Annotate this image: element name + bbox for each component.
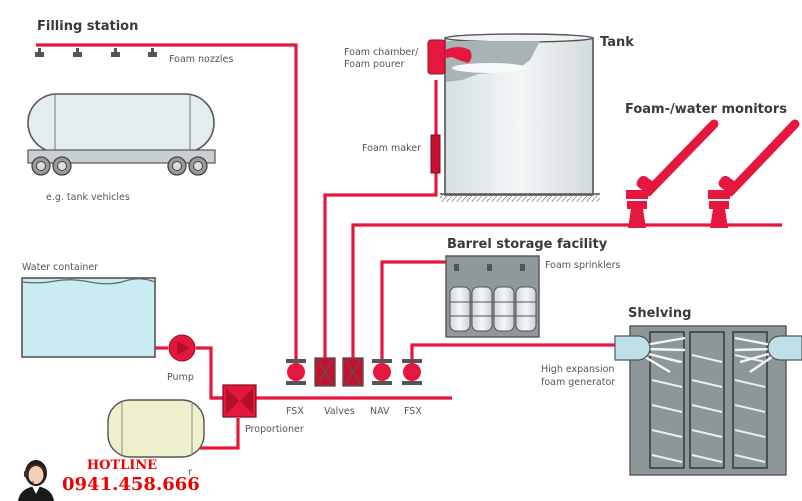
foam-sprinklers-label: Foam sprinklers [545, 260, 620, 271]
foam-nozzles-label: Foam nozzles [169, 54, 233, 65]
nav-valve-icon [372, 359, 392, 385]
pump-icon [168, 334, 196, 362]
tank-vehicles-label: e.g. tank vehicles [46, 192, 130, 203]
foam-chamber-label-line2: Foam pourer [344, 59, 404, 70]
hotline-label: HOTLINE [86, 458, 158, 473]
monitors-title: Foam-/water monitors [625, 102, 787, 117]
foam-nozzle-icon [148, 48, 157, 57]
filling-station: Filling station Foam nozzles e.g. tank v… [27, 19, 233, 203]
foam-water-monitor-icon [626, 119, 719, 228]
foam-tank-label-partial: r [188, 467, 192, 478]
fsx-valve-icon [402, 359, 422, 385]
gate-valve-icon [342, 357, 364, 387]
foam-chamber-icon [427, 39, 472, 75]
shelf-rack-icons [649, 331, 768, 469]
foam-maker-label: Foam maker [362, 143, 421, 154]
foam-sprinkler-icons [454, 264, 525, 271]
foam-nozzle-icon [73, 48, 82, 57]
shelving: Shelving [614, 306, 802, 476]
fsx-valve-label: FSX [404, 406, 422, 417]
foam-nozzle-icon [35, 48, 44, 57]
valve-bank [286, 357, 422, 387]
barrel-icons [449, 286, 537, 332]
fsx-valve-label: FSX [286, 406, 304, 417]
tank-vehicle-icon [27, 93, 216, 176]
fsx-valve-icon [286, 359, 306, 385]
foam-maker-icon [430, 134, 441, 174]
water-container-icon [21, 277, 156, 358]
hex-generator-label-line1: High expansion [541, 364, 614, 375]
nav-valve-label: NAV [370, 406, 390, 417]
barrel-storage-title: Barrel storage facility [447, 237, 608, 252]
filling-station-title: Filling station [37, 19, 138, 34]
proportioner-label: Proportioner [245, 424, 304, 435]
hex-generator-label-line2: foam generator [541, 377, 615, 388]
foam-nozzle-icon [111, 48, 120, 57]
support-agent-icon [18, 460, 54, 501]
high-expansion-foam-generator-icon [614, 335, 651, 361]
high-expansion-foam-generator-icon [767, 335, 802, 361]
gate-valve-icon [314, 357, 336, 387]
proportioner-icon [222, 384, 257, 418]
hotline-number[interactable]: 0941.458.666 [62, 474, 200, 495]
foam-concentrate-tank-icon [107, 399, 205, 458]
pump-label: Pump [167, 372, 194, 383]
foam-spray-icon [644, 336, 773, 374]
water-container-label: Water container [22, 262, 98, 273]
valves-label: Valves [324, 406, 355, 417]
barrel-storage-facility: Barrel storage facility [445, 237, 608, 338]
foam-nozzle-icons [35, 48, 157, 57]
shelving-title: Shelving [628, 306, 691, 321]
tank-title: Tank [600, 35, 634, 50]
hotline-banner[interactable]: HOTLINE 0941.458.666 [62, 458, 200, 496]
foam-chamber-label-line1: Foam chamber/ [344, 47, 419, 58]
foam-water-monitor-icon [708, 119, 800, 228]
